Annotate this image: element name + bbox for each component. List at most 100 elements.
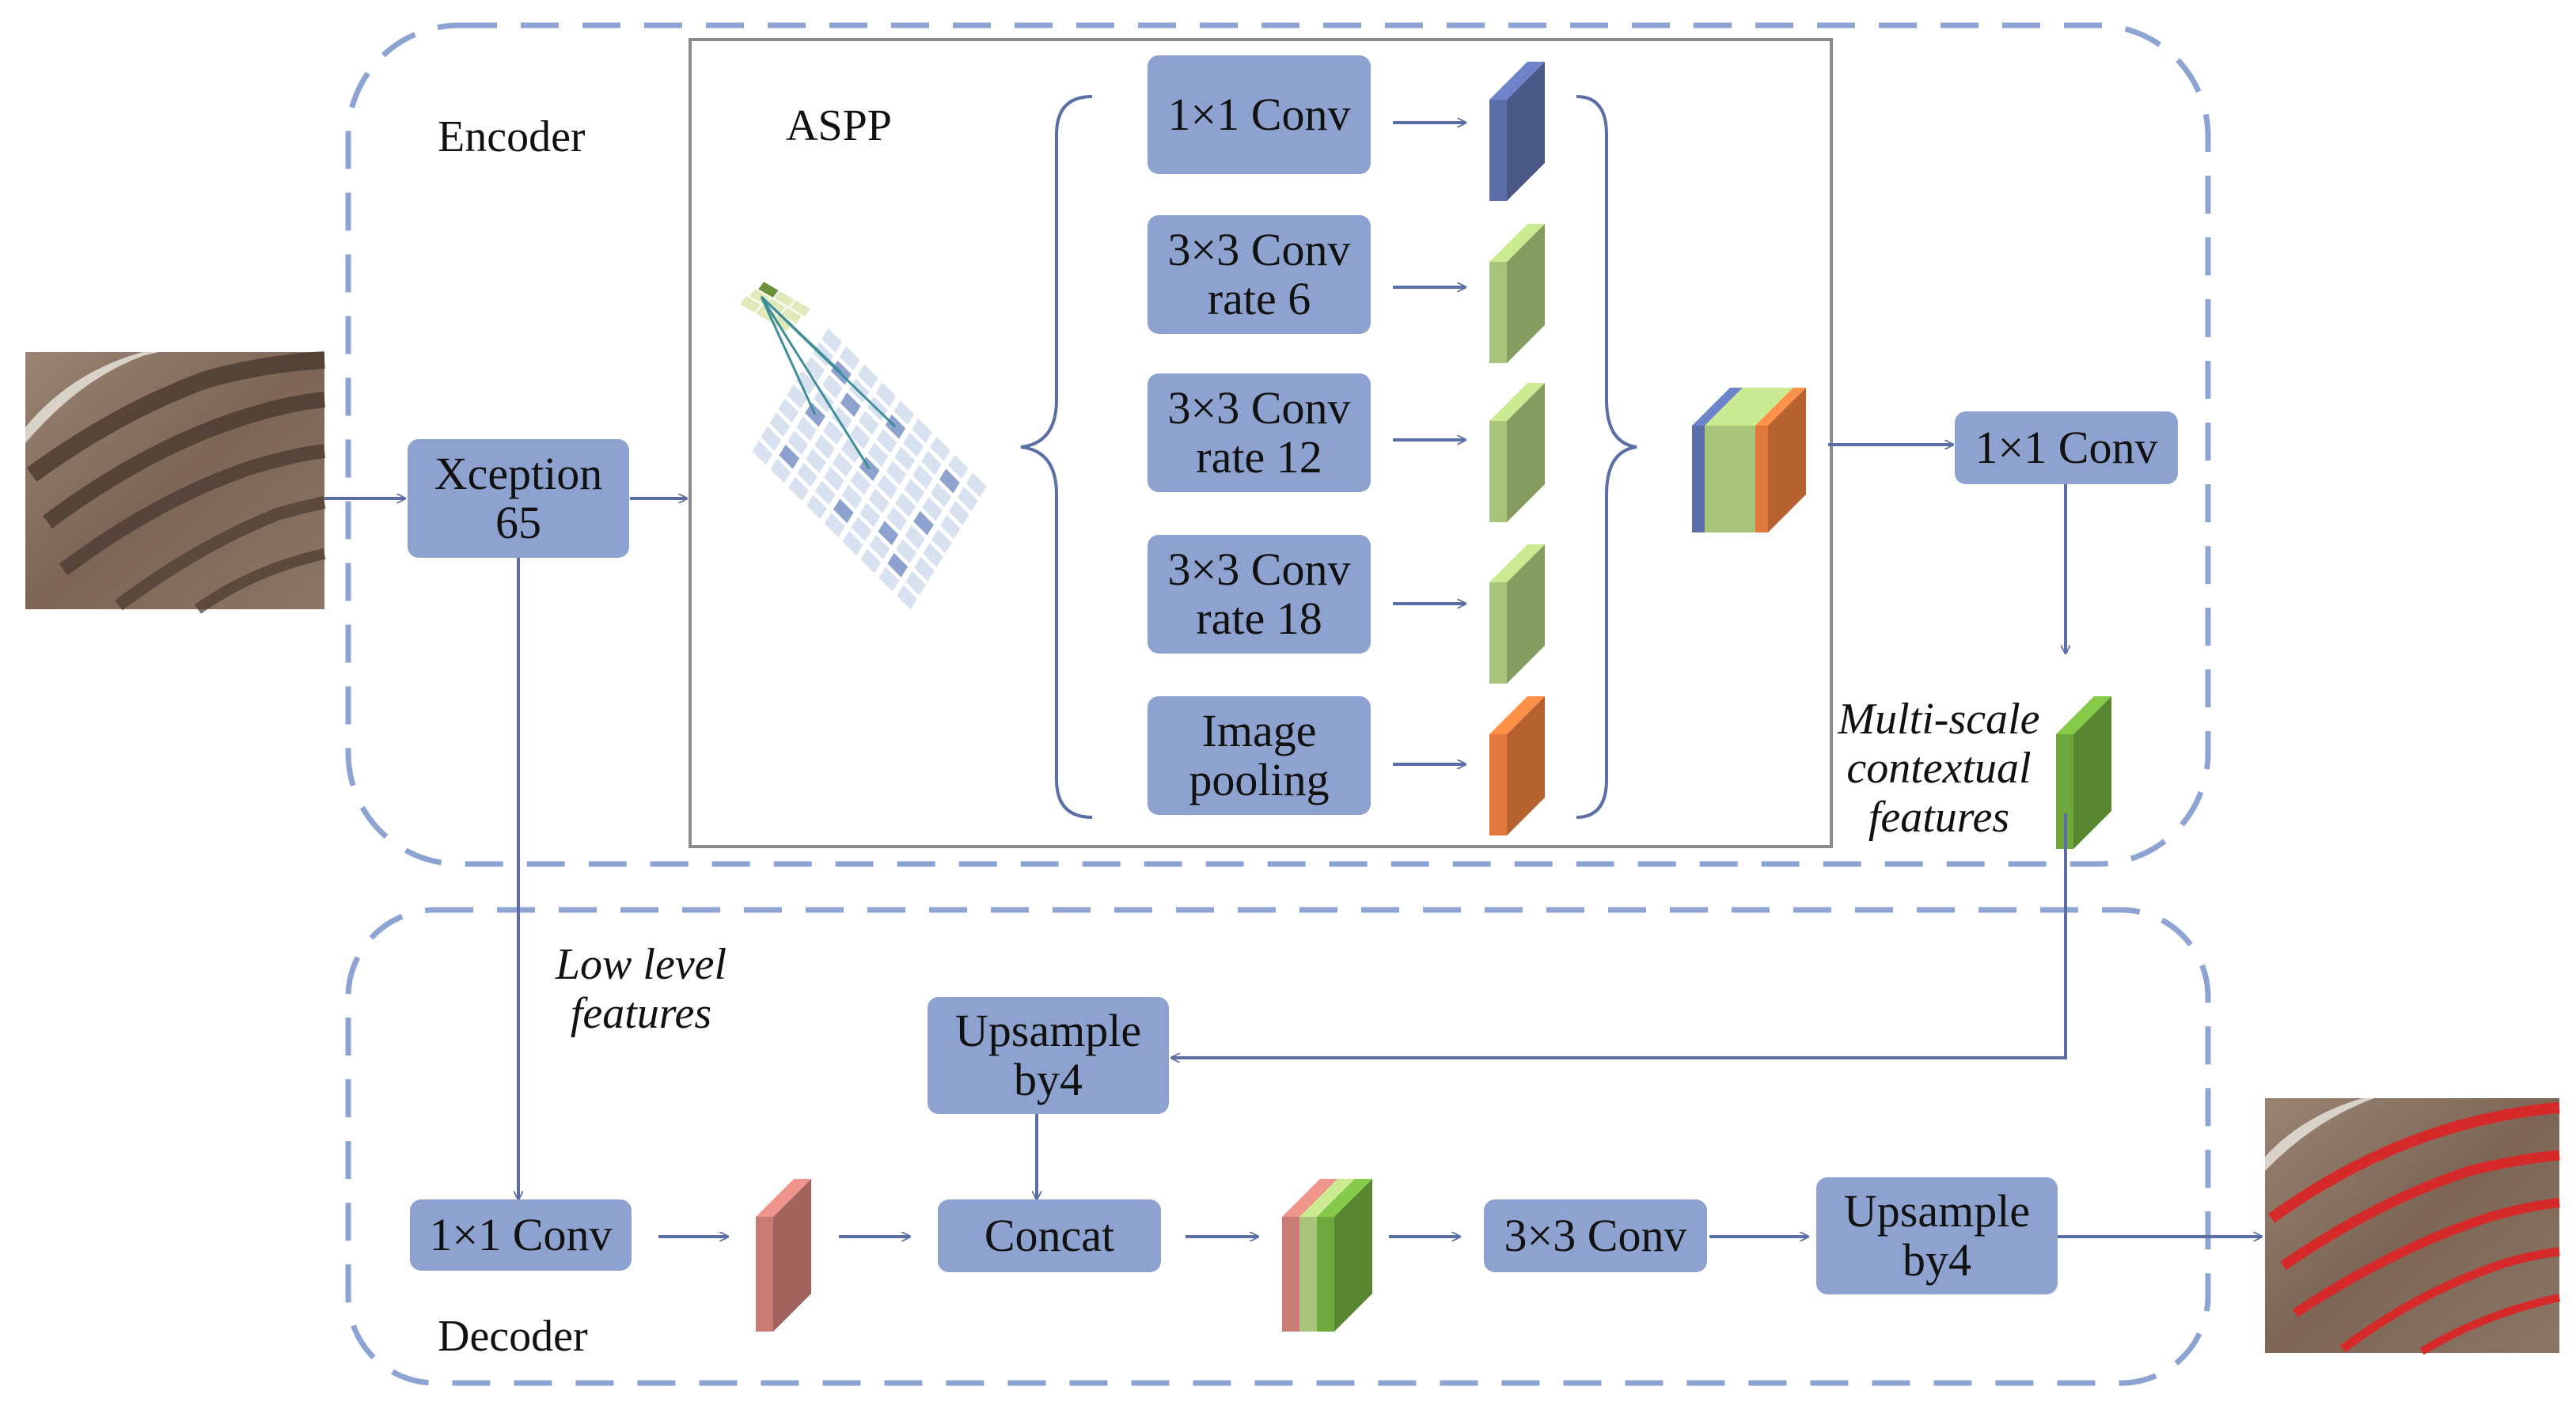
aspp-branch-rate6: 3×3 Conv rate 6	[1148, 215, 1371, 334]
aspp-grid-cell	[897, 585, 917, 610]
aspp-grid-cell	[851, 517, 872, 542]
decoder-3x3-conv-box: 3×3 Conv	[1484, 1199, 1707, 1272]
aspp-grid-cell	[878, 521, 899, 546]
aspp-grid-cell	[921, 450, 942, 476]
aspp-branch-rate12: 3×3 Conv rate 12	[1148, 373, 1371, 492]
aspp-grid-cell	[788, 476, 809, 502]
aspp-grid-cell	[877, 475, 898, 499]
aspp-grid-cell	[857, 364, 878, 389]
input-image	[25, 351, 326, 614]
aspp-grid-cell	[770, 458, 791, 483]
arrows	[324, 123, 2262, 1237]
aspp-grid-cell	[761, 426, 782, 451]
aspp-grid-cell	[895, 492, 916, 517]
concat-box: Concat	[938, 1199, 1161, 1272]
aspp-branch-1x1-conv: 1×1 Conv	[1148, 55, 1371, 174]
aspp-grid-cell	[823, 466, 844, 491]
aspp-grid-cell	[814, 434, 835, 460]
aspp-grid-cell	[806, 494, 827, 520]
low-level-feature-map	[756, 1179, 811, 1332]
decoder-region	[345, 907, 2211, 1386]
aspp-grid-cell	[887, 552, 909, 578]
aspp-grid-cell	[886, 460, 907, 486]
aspp-grid-cell	[948, 501, 969, 525]
aspp-grid-cell	[860, 548, 882, 574]
aspp-grid-cell	[797, 462, 818, 487]
aspp-grid-cell	[804, 356, 825, 381]
aspp-grid-cell	[931, 529, 952, 554]
concat-stack-layer-5	[1755, 388, 1806, 532]
upsample-by4-top-box: Upsample by4	[928, 997, 1169, 1114]
decoder-label: Decoder	[438, 1312, 588, 1361]
aspp-grid-cell	[875, 382, 897, 407]
aspp-branch-rate18: 3×3 Conv rate 18	[1148, 535, 1371, 654]
decoder-1x1-conv-box: 1×1 Conv	[410, 1199, 632, 1271]
encoder-label: Encoder	[438, 112, 586, 161]
aspp-output-map-pooling	[1489, 696, 1545, 836]
aspp-grid-illustration	[738, 279, 987, 610]
aspp-grid-cell	[912, 419, 932, 443]
multiscale-features-label: Multi-scale contextual features	[1838, 695, 2040, 842]
multiscale-feature-map	[2056, 696, 2111, 849]
aspp-grid-cell	[840, 438, 862, 464]
aspp-grid-cell	[869, 535, 890, 559]
aspp-grid-cell	[842, 530, 863, 555]
aspp-grid-cell	[923, 543, 943, 568]
aspp-kernel-cell	[778, 305, 804, 327]
aspp-grid-cell	[931, 483, 951, 508]
aspp-grid-cell	[940, 514, 961, 540]
aspp-grid-cell	[966, 472, 987, 498]
upsample-by4-output-box: Upsample by4	[1816, 1177, 2058, 1294]
aspp-grid-cell	[893, 400, 915, 426]
aspp-grid-cell	[769, 412, 791, 438]
aspp-grid-cell	[904, 479, 925, 503]
aspp-grid-cell	[849, 424, 871, 449]
aspp-grid-cell	[824, 513, 845, 537]
aspp-output-map-blue	[1489, 62, 1545, 201]
aspp-grid-cell	[823, 420, 844, 445]
aspp-grid-cell	[905, 570, 926, 596]
xception-backbone-box: Xception 65	[408, 439, 629, 558]
aspp-grid-cell	[878, 566, 900, 592]
aspp-grid-cell	[905, 525, 925, 550]
encoder-region	[345, 22, 2211, 867]
aspp-grid-cell	[903, 432, 924, 457]
aspp-grid-cell	[840, 392, 861, 417]
aspp-grid-cell	[787, 430, 808, 455]
aspp-grid-cell	[841, 484, 863, 510]
decoder-concat-map-darkgreen	[1317, 1179, 1372, 1332]
aspp-grid-cell	[796, 416, 817, 441]
aspp-grid-cell	[896, 539, 917, 564]
aspp-grid-cell	[859, 502, 881, 528]
aspp-grid-cell	[795, 370, 816, 395]
aspp-grid-cell	[913, 510, 934, 536]
aspp-grid-cell	[867, 442, 889, 468]
aspp-dilation-line	[760, 296, 817, 415]
low-level-features-label: Low level features	[555, 940, 727, 1038]
aspp-output-map-rate12	[1489, 383, 1545, 522]
aspp-grid-cell	[876, 428, 897, 453]
arrow-multiscale-to-upsample	[1171, 813, 2067, 1058]
aspp-grid-cell	[930, 436, 950, 461]
aspp-grid-cell	[850, 470, 871, 495]
aspp-grid-cell	[821, 328, 842, 353]
fuse-1x1-conv-box: 1×1 Conv	[1955, 411, 2178, 484]
aspp-dilation-line	[760, 296, 871, 470]
aspp-grid-cell	[806, 448, 826, 473]
aspp-grid-cell	[822, 374, 843, 400]
aspp-grid-cell	[939, 468, 960, 494]
aspp-grid-cell	[894, 446, 916, 472]
aspp-right-brace	[1576, 95, 1637, 819]
aspp-grid-cell	[868, 488, 890, 513]
aspp-grid-cell	[957, 487, 978, 512]
aspp-branch-image-pooling: Image pooling	[1148, 696, 1371, 815]
aspp-grid-cell	[787, 384, 808, 409]
aspp-grid-cell	[815, 480, 836, 506]
aspp-grid-cell	[914, 557, 935, 582]
aspp-grid-cell	[839, 346, 860, 371]
output-image	[2265, 1098, 2561, 1355]
aspp-label: ASPP	[786, 101, 892, 150]
aspp-grid-cell	[912, 464, 933, 490]
